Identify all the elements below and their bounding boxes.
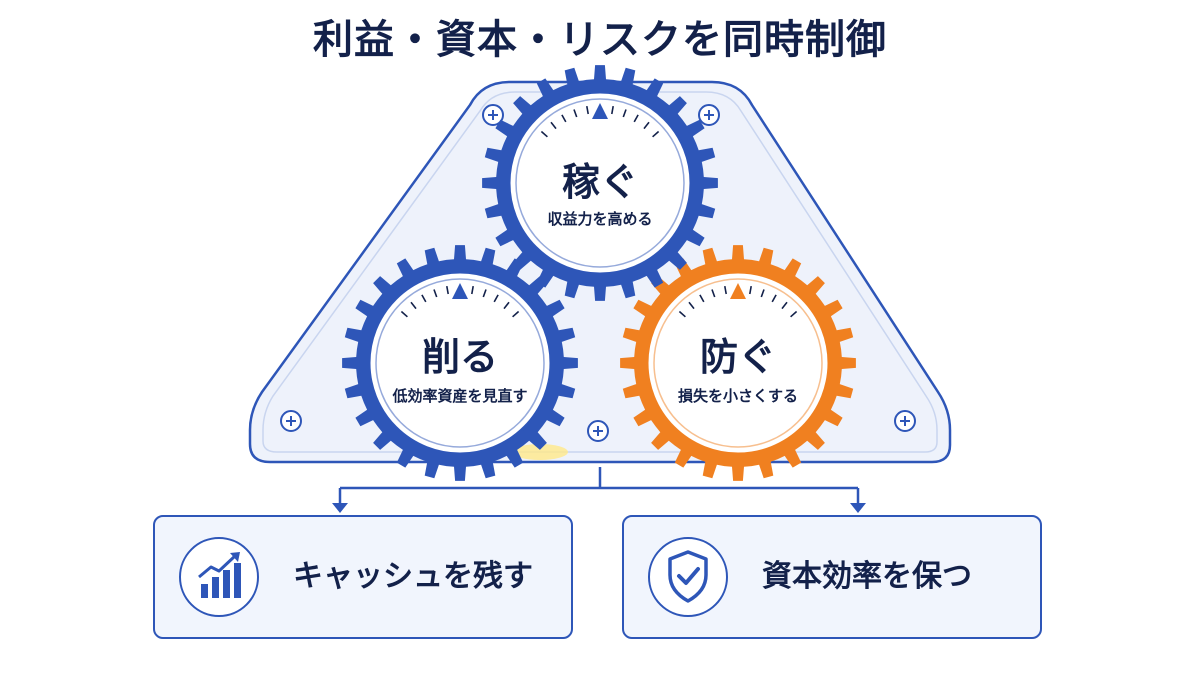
gear-right-tick (771, 294, 777, 303)
gear-right-tick (749, 285, 752, 295)
gear-right-tick (781, 301, 788, 310)
bar-chart-trend-icon (179, 537, 259, 617)
plus-icon (280, 410, 302, 432)
outcome-card-cash: キャッシュを残す (153, 515, 573, 639)
gear-top-tick (573, 109, 578, 118)
gear-top-tick (643, 121, 650, 130)
gear-right (620, 245, 856, 481)
gear-left-tick (471, 285, 474, 295)
gear-top-tick (561, 114, 567, 123)
gear-right-face (645, 270, 831, 456)
gear-left-face (367, 270, 553, 456)
gear-right-tick (724, 285, 727, 295)
gear-left-tick (503, 301, 510, 310)
gear-top-pointer-icon (592, 103, 608, 119)
gear-left-tick (482, 289, 487, 298)
gear-left-tick (410, 301, 417, 310)
gear-top-face (507, 90, 693, 276)
outcome-label-cash: キャッシュを残す (293, 559, 533, 594)
gear-top-tick (622, 109, 627, 118)
plus-icon (587, 420, 609, 442)
gear-left-inner-ring (375, 278, 545, 448)
plus-icon (698, 104, 720, 126)
gear-right-tick (711, 289, 716, 298)
gear-left-tick (512, 310, 520, 318)
gear-left-tick (400, 310, 408, 318)
glow-highlight (512, 444, 568, 460)
outcome-card-capital: 資本効率を保つ (622, 515, 1042, 639)
plus-icon (894, 410, 916, 432)
gear-right-inner-ring (653, 278, 823, 448)
gear-top-inner-ring (515, 98, 685, 268)
gear-top-tick (652, 130, 660, 138)
gear-top-title: 稼ぐ (561, 160, 638, 204)
gear-left-subtitle: 低効率資産を見直す (392, 387, 528, 405)
arrow-head-right (850, 503, 866, 513)
gear-right-tick (790, 310, 798, 318)
gear-top-subtitle: 収益力を高める (547, 210, 653, 228)
gear-top-tick (540, 130, 548, 138)
gear-left (342, 245, 578, 481)
gear-right-tick (699, 294, 705, 303)
gear-right-subtitle: 損失を小さくする (677, 387, 798, 405)
shield-check-icon (648, 537, 728, 617)
gear-right-pointer-icon (730, 283, 746, 299)
gear-left-tick (446, 285, 449, 295)
screw-icons (280, 104, 916, 442)
page-title: 利益・資本・リスクを同時制御 (313, 17, 887, 63)
arrow-head-left (332, 503, 348, 513)
gear-top-tick (611, 105, 614, 115)
base-panel-inner (262, 91, 938, 453)
gear-top (482, 65, 718, 301)
gear-top-tick (550, 121, 557, 130)
outcome-label-capital: 資本効率を保つ (762, 559, 972, 594)
gear-left-tick (433, 289, 438, 298)
gear-top-tick (586, 105, 589, 115)
gear-left-title: 削る (421, 335, 498, 379)
plus-icon (482, 104, 504, 126)
gear-right-tick (688, 301, 695, 310)
gear-left-tick (421, 294, 427, 303)
gear-left-tick (493, 294, 499, 303)
gear-right-tick (678, 310, 686, 318)
gear-top-tick (633, 114, 639, 123)
gear-right-tick (760, 289, 765, 298)
connector-arrows (338, 467, 860, 505)
gear-left-pointer-icon (452, 283, 468, 299)
gear-right-title: 防ぐ (699, 335, 776, 379)
